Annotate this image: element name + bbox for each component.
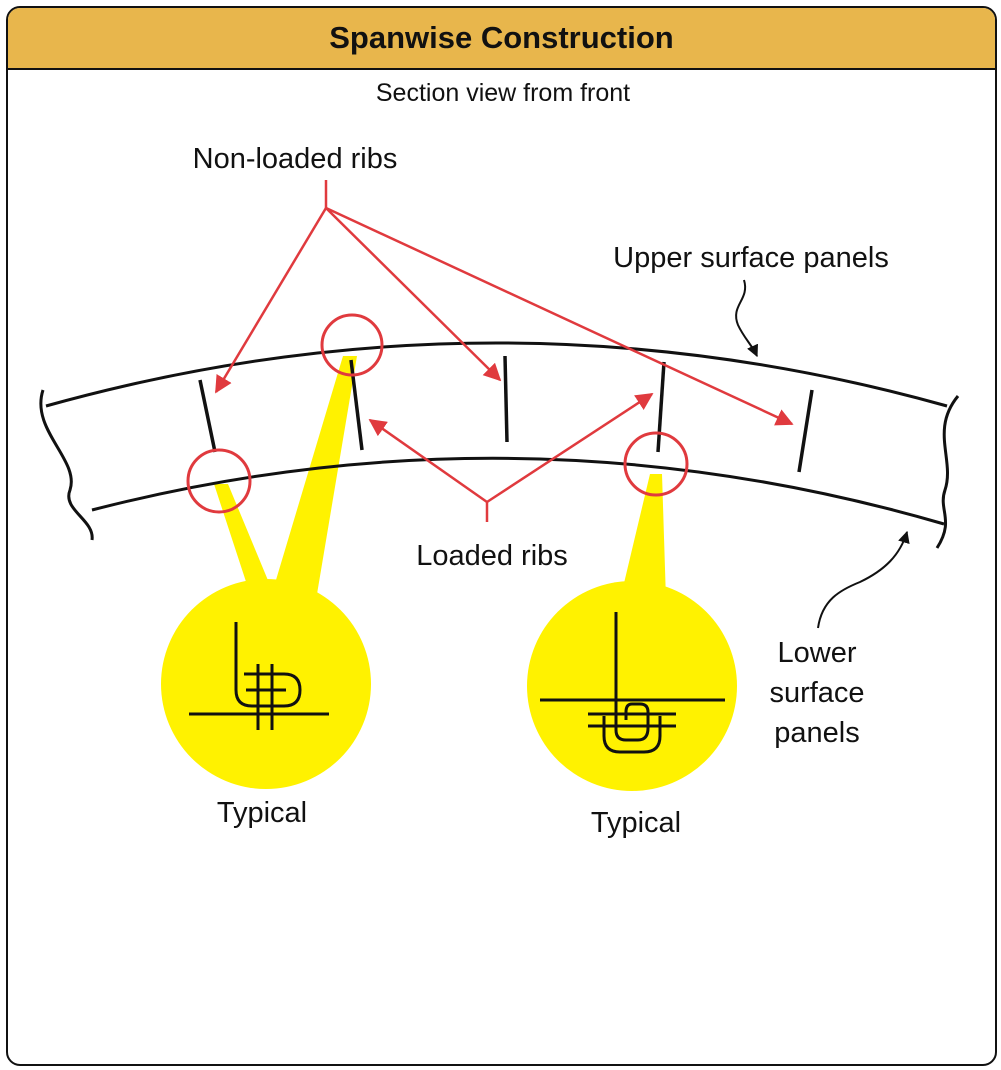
detail-circle-left-lower [186,448,252,514]
rib-non-loaded [503,355,509,443]
rib-attachment-detail-left [189,622,329,730]
left-break-line [39,389,94,541]
loaded-ribs-label: Loaded ribs [416,540,568,572]
typical-label-left: Typical [217,797,307,829]
detail-callout-beams [214,356,666,600]
ribs [198,355,814,473]
left-callout-beam-a [214,484,272,600]
upper-surface-panel [45,341,948,408]
upper-surface-pointer [735,279,758,358]
leader-arrow [368,418,488,504]
non-loaded-rib-leaders [214,180,794,426]
left-callout-beam-b [270,356,357,600]
detail-left: Typical [161,579,371,829]
non-loaded-ribs-label: Non-loaded ribs [193,143,398,175]
right-callout-beam [620,474,666,600]
detail-left-disc [161,579,371,789]
detail-circle-right-lower [623,431,689,497]
loaded-rib-leaders [368,392,654,522]
diagram-title: Spanwise Construction [329,20,674,55]
lower-surface-label-line3: panels [774,717,859,749]
right-break-line [935,395,960,549]
lower-surface-pointer [817,530,910,629]
upper-surface-panels-label: Upper surface panels [613,242,889,274]
subtitle: Section view from front [376,79,630,107]
leader-arrow [325,206,794,426]
lower-surface-label-line1: Lower [778,637,857,669]
title-bar: Spanwise Construction [8,8,995,70]
lower-surface-panel [91,456,945,526]
rib-loaded [656,361,666,453]
detail-right: Typical [527,581,737,839]
leader-arrow [486,392,654,504]
detail-circle-upper [320,313,384,377]
rib-non-loaded [198,379,217,453]
rib-attachment-detail-right [540,612,725,754]
leader-arrow [214,207,328,394]
lower-surface-label-line2: surface [769,677,864,709]
typical-label-right: Typical [591,807,681,839]
wing-section [39,341,960,549]
leader-arrow [325,207,502,382]
detail-circles [186,313,689,514]
diagram-frame: Spanwise Construction [6,6,997,1066]
rib-non-loaded [797,389,814,473]
detail-right-disc [527,581,737,791]
